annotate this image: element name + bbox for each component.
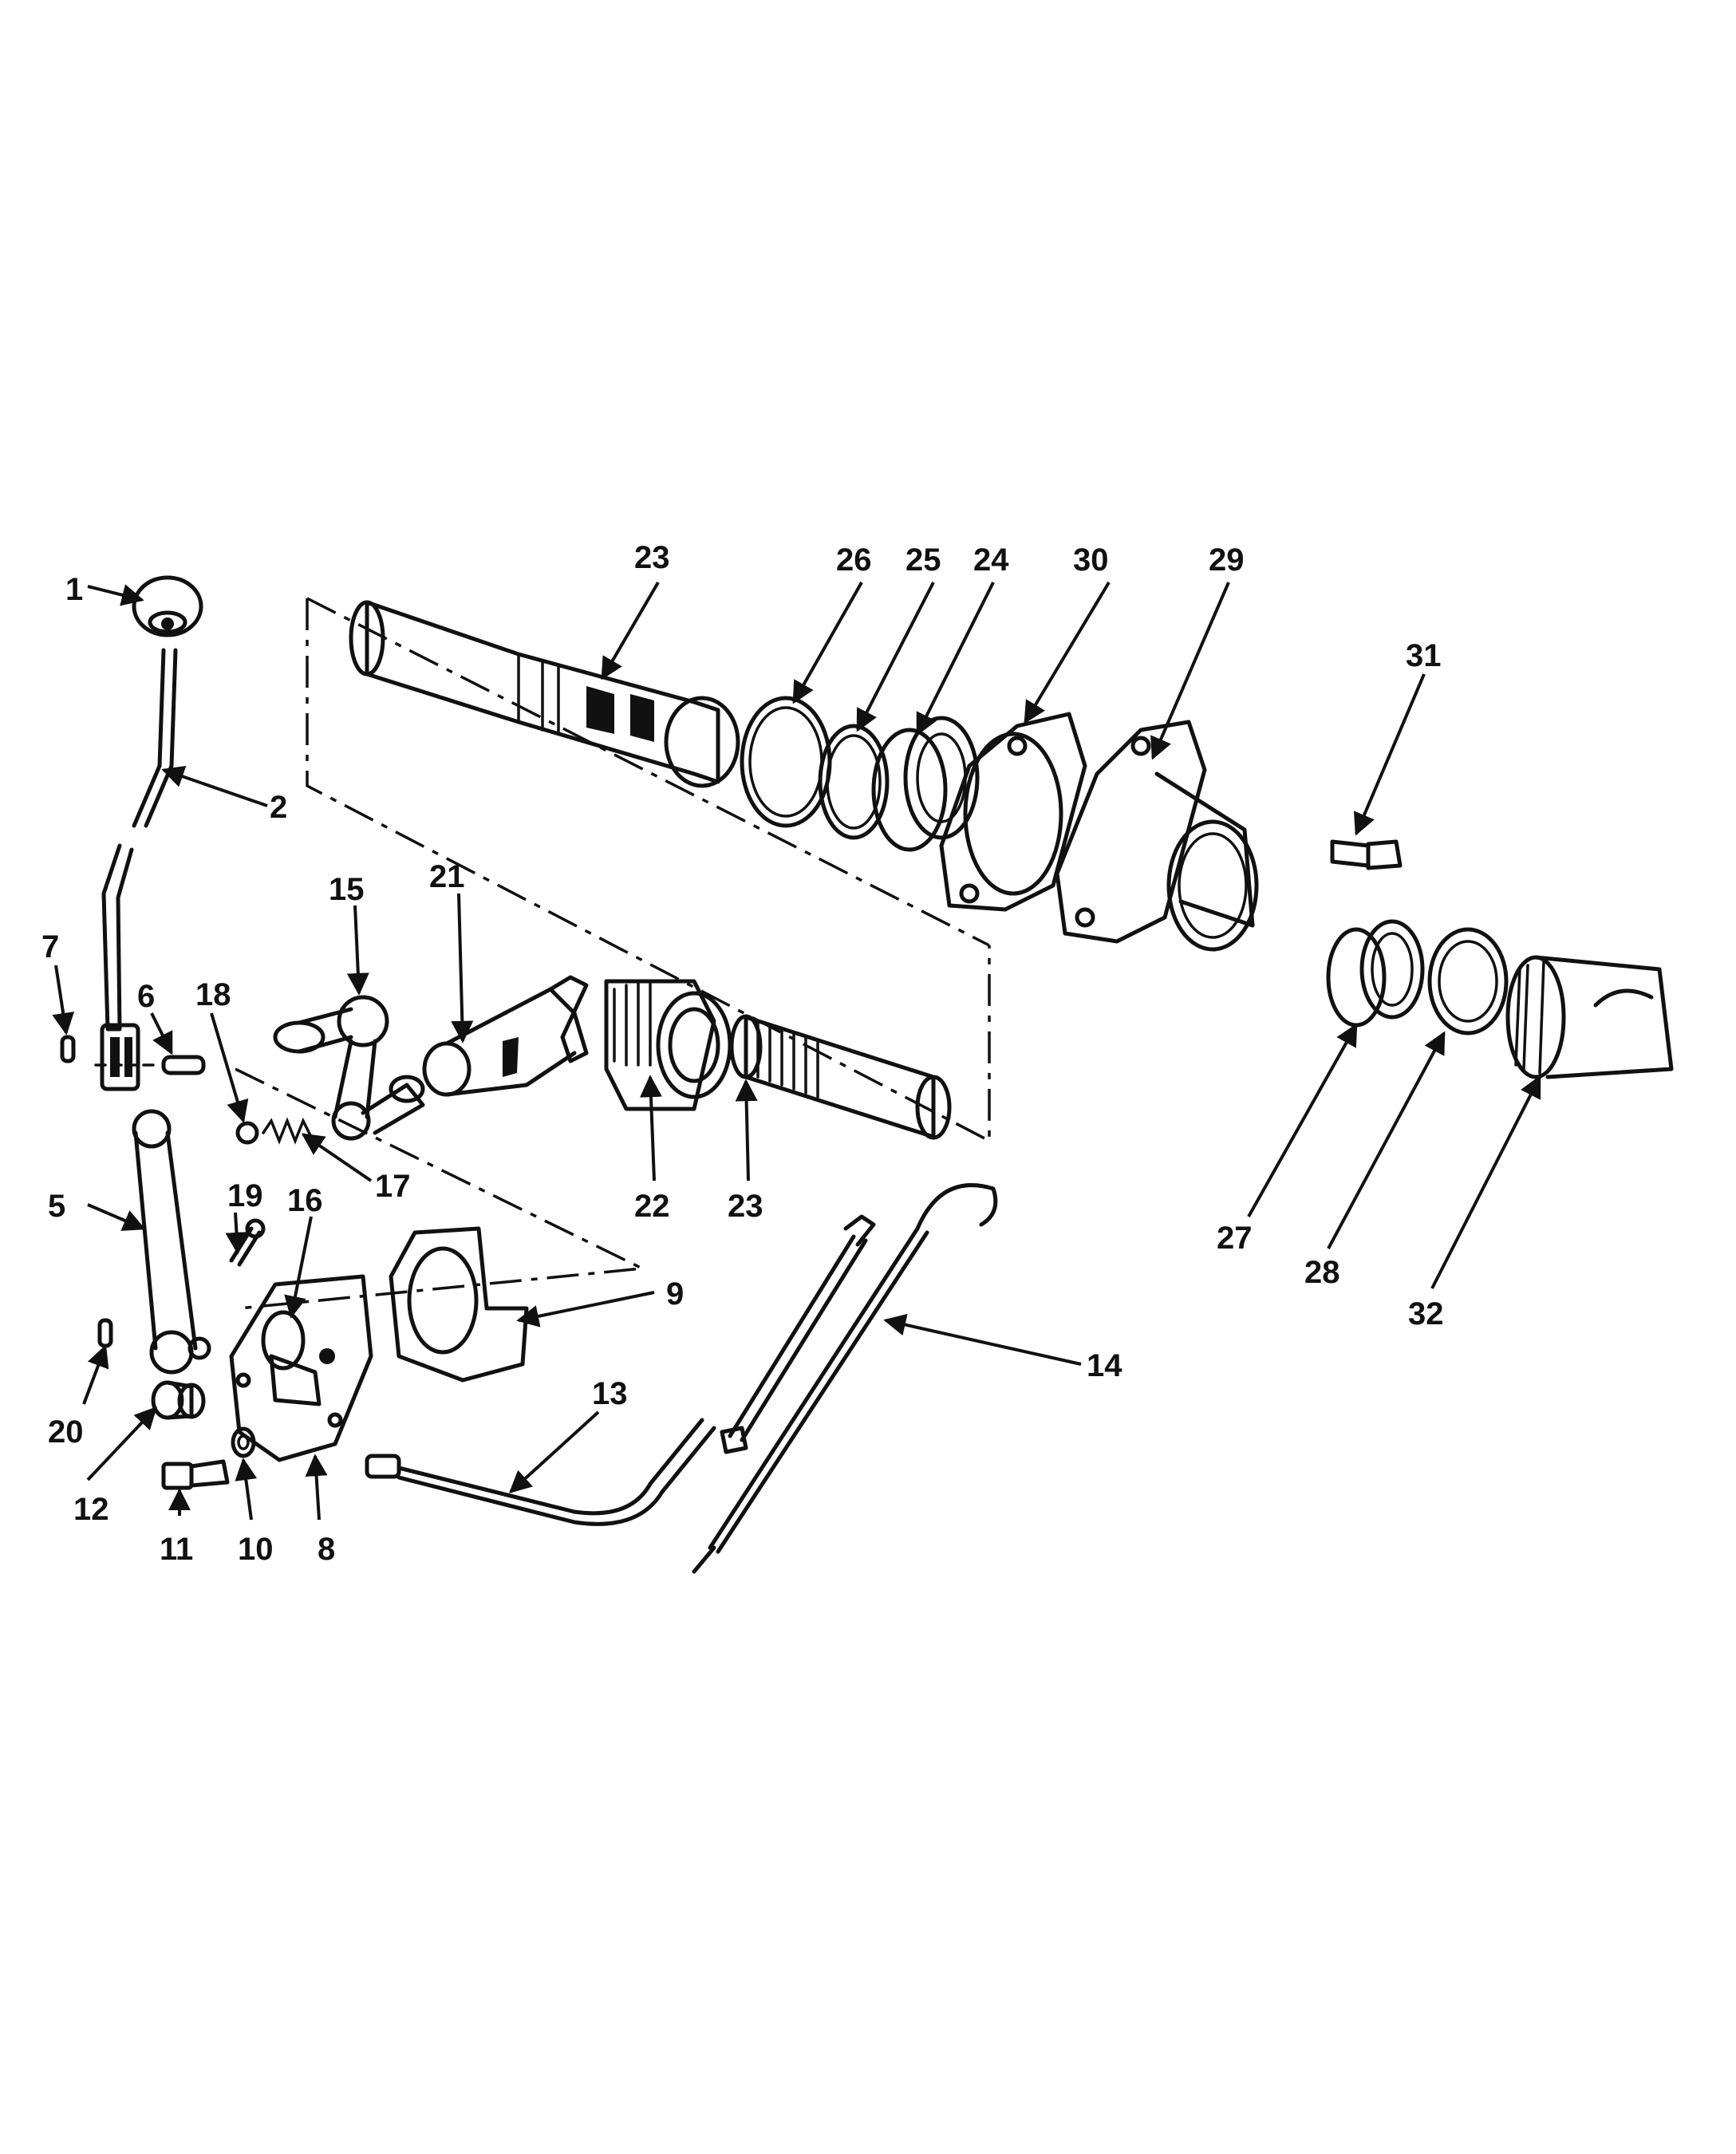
callout-2: 2 bbox=[270, 790, 287, 825]
bolt-31 bbox=[1330, 839, 1403, 870]
snap-ring-small bbox=[818, 724, 890, 840]
pin-6 bbox=[94, 1055, 206, 1075]
callout-28: 28 bbox=[1304, 1255, 1340, 1290]
callout-23-lower: 23 bbox=[728, 1189, 763, 1224]
washer-10 bbox=[231, 1426, 256, 1458]
callout-15: 15 bbox=[329, 872, 365, 907]
leader-lines bbox=[52, 581, 1541, 1521]
callout-26: 26 bbox=[836, 542, 872, 578]
sliding-coupler bbox=[604, 979, 732, 1111]
callout-30: 30 bbox=[1073, 542, 1109, 578]
oil-seal bbox=[1427, 927, 1509, 1036]
callout-7: 7 bbox=[41, 929, 59, 965]
callout-21: 21 bbox=[429, 859, 465, 894]
bushing-12 bbox=[151, 1380, 206, 1420]
callout-22: 22 bbox=[634, 1189, 670, 1224]
bolt-11 bbox=[161, 1459, 230, 1490]
bearing-retainer bbox=[1055, 720, 1259, 952]
callout-16: 16 bbox=[287, 1183, 323, 1218]
callout-25: 25 bbox=[905, 542, 941, 578]
dipstick-rod bbox=[692, 1183, 998, 1574]
callout-6: 6 bbox=[137, 979, 155, 1014]
cap bbox=[1505, 955, 1674, 1079]
spring-pin-20 bbox=[97, 1318, 113, 1348]
callout-18: 18 bbox=[195, 977, 231, 1012]
callout-29: 29 bbox=[1209, 542, 1245, 578]
shift-link bbox=[132, 1109, 211, 1375]
callout-13: 13 bbox=[592, 1376, 628, 1411]
callout-23-upper: 23 bbox=[634, 540, 670, 575]
callout-8: 8 bbox=[318, 1532, 335, 1567]
shift-fork bbox=[422, 975, 589, 1097]
bushing bbox=[1326, 919, 1425, 1028]
detent-spring bbox=[262, 1117, 313, 1145]
splined-shaft-lower bbox=[729, 1014, 952, 1140]
gasket bbox=[939, 712, 1087, 912]
callouts: 1 2 5 6 7 8 9 10 11 12 13 14 15 16 17 18… bbox=[41, 540, 1444, 1567]
lubrication-tube bbox=[365, 1418, 716, 1526]
callout-10: 10 bbox=[238, 1532, 274, 1567]
callout-1: 1 bbox=[65, 572, 83, 607]
callout-12: 12 bbox=[73, 1492, 109, 1527]
callout-24: 24 bbox=[973, 542, 1009, 578]
callout-19: 19 bbox=[227, 1178, 263, 1213]
callout-17: 17 bbox=[375, 1169, 411, 1204]
detent-ball bbox=[235, 1121, 259, 1145]
snap-ring-large bbox=[740, 696, 832, 828]
small-pin-7 bbox=[60, 1035, 76, 1063]
callout-32: 32 bbox=[1408, 1296, 1444, 1331]
callout-11: 11 bbox=[160, 1532, 193, 1567]
callout-20: 20 bbox=[48, 1414, 84, 1450]
cover-plate bbox=[229, 1274, 373, 1462]
output-shaft-upper bbox=[349, 600, 740, 788]
callout-31: 31 bbox=[1406, 638, 1442, 673]
callout-5: 5 bbox=[48, 1189, 65, 1224]
callout-27: 27 bbox=[1217, 1221, 1253, 1256]
callout-9: 9 bbox=[666, 1276, 684, 1312]
callout-14: 14 bbox=[1087, 1348, 1122, 1383]
shift-lever bbox=[100, 648, 178, 1091]
assembly-outline bbox=[235, 597, 991, 1310]
shift-arm bbox=[273, 995, 425, 1141]
cover-gasket bbox=[389, 1226, 529, 1383]
shift-knob bbox=[132, 575, 203, 637]
